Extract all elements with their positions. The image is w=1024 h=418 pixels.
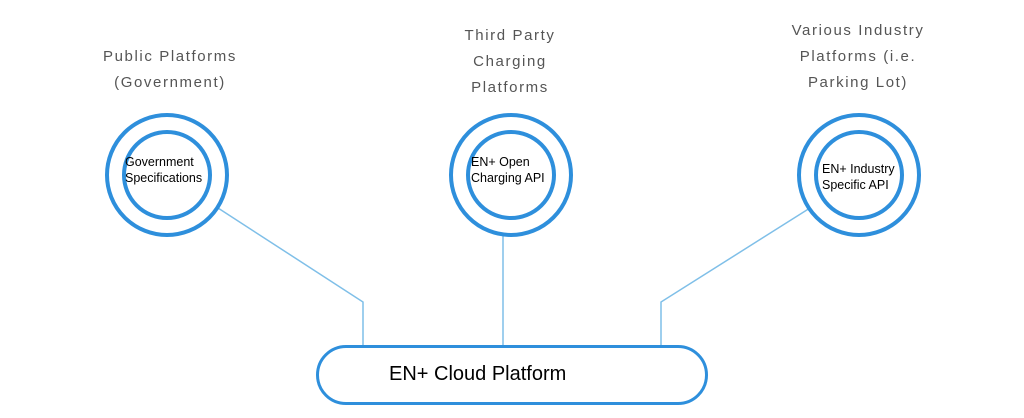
caption-line: Platforms (471, 79, 549, 96)
caption-third-party: Third Party Charging Platforms (390, 23, 630, 101)
caption-public-platforms: Public Platforms (Government) (50, 44, 290, 96)
node-government-inner-ring (122, 130, 212, 220)
label-line: EN+ Industry (822, 162, 895, 176)
label-line: Government (125, 155, 194, 169)
caption-various-industry: Various Industry Platforms (i.e. Parking… (738, 18, 978, 96)
node-open-api-inner-ring (466, 130, 556, 220)
node-government-label: Government Specifications (125, 154, 202, 186)
connector-industry (660, 207, 811, 345)
cloud-platform-label: EN+ Cloud Platform (389, 363, 567, 385)
label-line: Specifications (125, 171, 203, 185)
label-line: EN+ Open (471, 155, 530, 169)
caption-line: (Government) (114, 74, 226, 91)
label-line: Charging API (471, 171, 545, 185)
caption-line: Parking Lot) (807, 74, 909, 91)
node-open-api-label: EN+ Open Charging API (471, 154, 545, 186)
caption-line: Various Industry (791, 22, 925, 39)
caption-line: Charging (473, 53, 547, 70)
label-line: Specific API (822, 178, 889, 192)
caption-line: Public Platforms (103, 48, 237, 65)
connector-government (217, 207, 364, 345)
cloud-platform-box: EN+ Cloud Platform (316, 345, 708, 405)
caption-line: Platforms (i.e. (799, 48, 917, 65)
node-industry-api-label: EN+ Industry Specific API (822, 161, 895, 193)
caption-line: Third Party (464, 27, 556, 44)
node-industry-api-inner-ring (814, 130, 904, 220)
